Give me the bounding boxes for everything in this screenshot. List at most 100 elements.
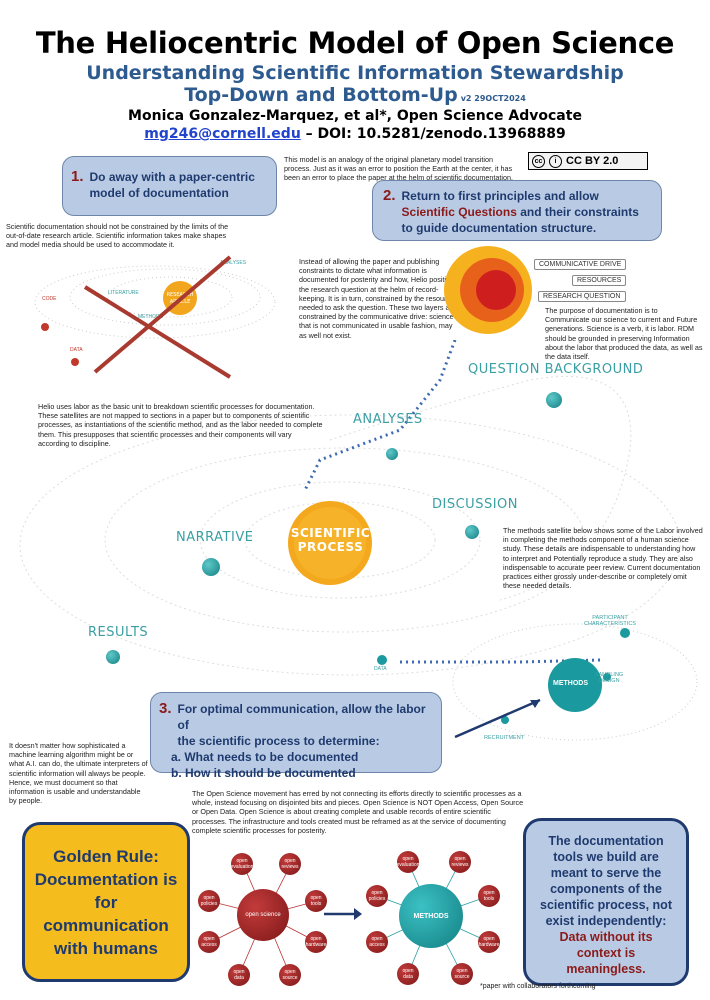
box1-text: Do away with a paper-centric model of do… bbox=[89, 170, 255, 200]
poster-subtitle: Understanding Scientific Information Ste… bbox=[0, 62, 710, 110]
code-planet bbox=[41, 323, 49, 331]
right-net-node-6: open data bbox=[397, 963, 419, 985]
right-net-node-1: open evaluation bbox=[397, 851, 419, 873]
box2-text: Return to first principles and allow Sci… bbox=[402, 188, 651, 236]
ai-text: It doesn't matter how sophisticated a ma… bbox=[9, 741, 148, 806]
box3-content: 3. For optimal communication, allow the … bbox=[159, 701, 433, 749]
orbit-label-discussion: DISCUSSION bbox=[432, 497, 518, 512]
cross-line-b bbox=[93, 255, 232, 374]
methods-orbit bbox=[452, 623, 698, 741]
old-label-analyses: ANALYSES bbox=[220, 260, 247, 266]
methods-arrowhead bbox=[530, 700, 540, 708]
footnote: *paper with collaborators forthcoming bbox=[480, 983, 596, 990]
scientific-process-sun-inner bbox=[294, 507, 366, 579]
drive-resources: RESOURCES bbox=[572, 275, 627, 286]
methods-arrow bbox=[454, 698, 541, 739]
purpose-text: The purpose of documentation is to Commu… bbox=[545, 306, 703, 362]
principle-box-1: 1. Do away with a paper-centric model of… bbox=[62, 156, 277, 216]
box1-number: 1. bbox=[71, 168, 84, 185]
orbit-label-question-background: QUESTION BACKGROUND bbox=[468, 362, 644, 377]
subtitle-line-2-text: Top-Down and Bottom-Up bbox=[184, 84, 458, 106]
box3-line-1: For optimal communication, allow the lab… bbox=[177, 702, 426, 732]
network-arrow bbox=[324, 908, 362, 920]
right-net-node-4: open hardware bbox=[478, 931, 500, 953]
open-science-network: open science open evaluation open review… bbox=[195, 845, 335, 990]
left-net-node-7: open access bbox=[198, 931, 220, 953]
license-label: CC BY 2.0 bbox=[566, 155, 619, 167]
methods-network: METHODS open evaluation open reviews ope… bbox=[365, 842, 505, 990]
sun-layer-inner bbox=[476, 270, 516, 310]
labor-text: Helio uses labor as the basic unit to br… bbox=[38, 402, 323, 448]
methods-sat-data bbox=[377, 655, 387, 665]
data-planet bbox=[71, 358, 79, 366]
orbit-outer bbox=[19, 414, 681, 676]
drive-communicative: COMMUNICATIVE DRIVE bbox=[534, 259, 627, 270]
box2-text-red: Scientific Questions bbox=[401, 205, 517, 219]
by-icon: i bbox=[549, 154, 562, 168]
contact-line: mg246@cornell.edu – DOI: 10.5281/zenodo.… bbox=[0, 126, 710, 142]
box1-content: 1. Do away with a paper-centric model of… bbox=[71, 169, 268, 201]
methods-sat-recruitment bbox=[501, 716, 509, 724]
golden-rule-box: Golden Rule: Documentation is for commun… bbox=[22, 822, 190, 982]
orbit-label-narrative: NARRATIVE bbox=[176, 530, 254, 545]
old-orbit-inner bbox=[107, 276, 233, 318]
drive-research-question: RESEARCH QUESTION bbox=[538, 291, 627, 302]
old-orbit-mid bbox=[69, 268, 261, 326]
right-net-node-7: open access bbox=[366, 931, 388, 953]
email-link[interactable]: mg246@cornell.edu bbox=[144, 126, 301, 142]
paper-centric-diagram: RESEARCH ARTICLE CODE DATA LITERATURE ME… bbox=[34, 255, 276, 379]
old-label-literature: LITERATURE bbox=[108, 290, 139, 296]
principle-box-3: 3. For optimal communication, allow the … bbox=[150, 692, 442, 780]
left-net-node-6: open data bbox=[228, 964, 250, 986]
right-net-center: METHODS bbox=[399, 884, 463, 948]
old-label-methods: METHODS bbox=[138, 314, 164, 320]
methods-label-data: DATA bbox=[374, 666, 387, 672]
open-science-text: The Open Science movement has erred by n… bbox=[192, 789, 524, 835]
methods-label-sampling: SAMPLING DESIGN bbox=[594, 672, 624, 684]
orbit-label-analyses: ANALYSES bbox=[353, 412, 423, 427]
poster-title: The Heliocentric Model of Open Science bbox=[35, 26, 675, 60]
old-label-data: DATA bbox=[70, 347, 83, 353]
methods-core-label: METHODS bbox=[553, 680, 588, 687]
cross-line-a bbox=[83, 285, 232, 379]
box3-number: 3. bbox=[159, 700, 172, 717]
intro-text: This model is an analogy of the original… bbox=[284, 155, 513, 183]
documentation-tools-box: The documentation tools we build are mea… bbox=[523, 818, 689, 986]
left-net-center: open science bbox=[237, 889, 289, 941]
methods-sat-sampling bbox=[603, 673, 611, 681]
right-net-node-5: open source bbox=[451, 963, 473, 985]
license-badge: cc i CC BY 2.0 bbox=[528, 152, 648, 170]
orbit-label-results: RESULTS bbox=[88, 625, 149, 640]
subtitle-line-1: Understanding Scientific Information Ste… bbox=[86, 62, 624, 84]
layered-sun-diagram bbox=[444, 246, 532, 334]
satellite-analyses bbox=[386, 448, 398, 460]
methods-label-recruitment: RECRUITMENT bbox=[484, 735, 525, 741]
box3-line-2: the scientific process to determine: bbox=[177, 734, 380, 748]
paper-constraint-text: Scientific documentation should not be c… bbox=[6, 222, 229, 250]
methods-sat-participants bbox=[620, 628, 630, 638]
satellite-results bbox=[106, 650, 120, 664]
methods-satellite-diagram bbox=[377, 623, 698, 741]
box3-line-4: b. How it should be documented bbox=[171, 766, 356, 780]
sun-label: SCIENTIFIC PROCESS bbox=[290, 526, 371, 554]
methods-text: The methods satellite below shows some o… bbox=[503, 526, 703, 591]
heliocentric-orbit-diagram bbox=[19, 340, 681, 676]
old-orbit-outer bbox=[34, 265, 276, 339]
methods-label-participants: PARTICIPANT CHARACTERISTICS bbox=[584, 615, 636, 627]
box3-line-3: a. What needs to be documented bbox=[171, 750, 359, 764]
orbit-core bbox=[244, 501, 436, 579]
orbit-arc bbox=[329, 375, 632, 601]
satellite-question-background bbox=[546, 392, 562, 408]
orbit-inner bbox=[199, 481, 481, 599]
left-net-node-4: open hardware bbox=[305, 931, 327, 953]
cc-icon: cc bbox=[532, 154, 545, 168]
right-net-node-3: open tools bbox=[478, 885, 500, 907]
research-article-label-1: RESEARCH bbox=[167, 292, 194, 298]
box2-number: 2. bbox=[383, 187, 396, 204]
right-net-node-8: open policies bbox=[366, 885, 388, 907]
right-net-node-2: open reviews bbox=[449, 851, 471, 873]
old-label-code: CODE bbox=[42, 296, 57, 302]
doi-text: – DOI: 10.5281/zenodo.13968889 bbox=[300, 126, 566, 142]
satellite-discussion bbox=[465, 525, 479, 539]
